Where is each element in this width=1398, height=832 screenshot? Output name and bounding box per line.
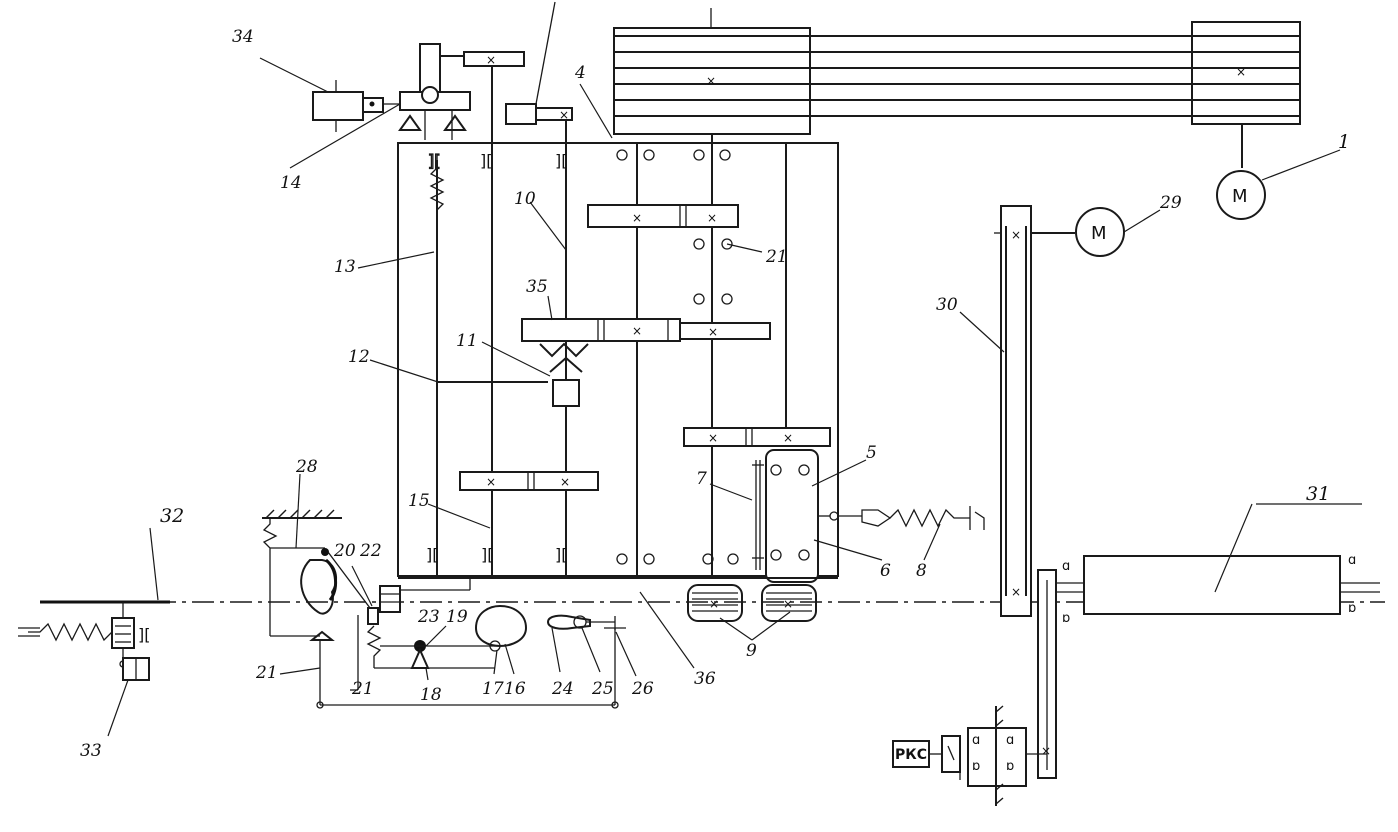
- svg-text:×: ×: [709, 597, 719, 611]
- label-19: 19: [446, 607, 468, 627]
- svg-text:×: ×: [783, 597, 793, 611]
- label-6: 6: [880, 561, 891, 581]
- svg-text:][: ][: [555, 151, 567, 170]
- label-5: 5: [866, 443, 877, 463]
- label-11: 11: [456, 331, 478, 351]
- box-shaft-10: ×: [505, 1, 573, 125]
- cylinder-31: ɑ ɒ ɑ ɒ: [1056, 503, 1380, 626]
- svg-text:×: ×: [708, 325, 718, 339]
- part-labels: 1 4 5 6 7 8 9 10 11 12 13 14 15 16 17 18…: [80, 27, 1350, 761]
- motor-29-symbol: M: [1091, 223, 1107, 244]
- label-25: 25: [591, 679, 614, 699]
- svg-text:×: ×: [632, 324, 642, 338]
- gears: × × × × × × × ×: [459, 204, 831, 491]
- svg-text:×: ×: [1236, 65, 1246, 79]
- cam-lever-mechanism: [262, 509, 619, 709]
- relay-rks: РКС ɑ ɑ ɒ ɒ: [892, 705, 1047, 806]
- svg-text:ɒ: ɒ: [1062, 611, 1070, 626]
- label-17: 17: [482, 679, 504, 699]
- svg-text:×: ×: [707, 211, 717, 225]
- svg-text:×: ×: [559, 108, 569, 122]
- label-22: 22: [359, 541, 382, 561]
- label-23: 23: [417, 607, 440, 627]
- svg-text:][: ][: [426, 545, 438, 564]
- svg-text:×: ×: [783, 431, 793, 445]
- label-1: 1: [1338, 131, 1350, 153]
- leader-lines: [107, 57, 1341, 737]
- svg-text:ɑ: ɑ: [1348, 553, 1356, 568]
- svg-text:][: ][: [138, 625, 150, 644]
- svg-text:ɒ: ɒ: [1348, 601, 1356, 616]
- label-4: 4: [574, 63, 586, 83]
- label-28: 28: [295, 457, 318, 477]
- clutch-assembly: [752, 449, 985, 583]
- cams: [474, 604, 626, 648]
- gearbox-housing: [397, 142, 839, 577]
- svg-text:][: ][: [481, 545, 493, 564]
- left-spring-unit: ][: [18, 602, 150, 681]
- bearings: ][ ][ ][ ][ ][ ][: [426, 149, 739, 565]
- svg-text:][: ][: [555, 545, 567, 564]
- friction-clutches: ××: [687, 584, 817, 622]
- svg-text:×: ×: [632, 211, 642, 225]
- label-35: 35: [526, 277, 548, 297]
- svg-text:][: ][: [428, 151, 440, 170]
- svg-text:×: ×: [1011, 228, 1021, 242]
- svg-text:][: ][: [480, 151, 492, 170]
- label-30: 30: [936, 295, 958, 315]
- svg-text:×: ×: [486, 53, 496, 67]
- svg-text:ɑ: ɑ: [972, 733, 980, 748]
- label-36: 36: [694, 669, 716, 689]
- label-12: 12: [348, 347, 370, 367]
- svg-text:×: ×: [1011, 585, 1021, 599]
- label-32: 32: [160, 505, 184, 527]
- label-33: 33: [80, 741, 102, 761]
- label-9: 9: [746, 641, 757, 661]
- label-31: 31: [1306, 483, 1330, 505]
- label-21-upper: 21: [765, 247, 788, 267]
- secondary-drive: × × ×: [994, 205, 1075, 779]
- motor-1: M: [1216, 170, 1266, 220]
- label-8: 8: [916, 561, 927, 581]
- lower-linkage: [350, 615, 501, 691]
- svg-text:ɑ: ɑ: [1006, 733, 1014, 748]
- label-18: 18: [420, 685, 442, 705]
- motor-29: M: [1075, 207, 1125, 257]
- relay-label: РКС: [895, 747, 927, 763]
- svg-text:×: ×: [706, 74, 716, 88]
- top-left-mechanism: ×: [312, 43, 525, 211]
- label-15: 15: [408, 491, 430, 511]
- label-34: 34: [232, 27, 254, 47]
- label-7: 7: [696, 469, 707, 489]
- svg-text:×: ×: [486, 475, 496, 489]
- label-10: 10: [514, 189, 536, 209]
- label-29: 29: [1159, 193, 1182, 213]
- svg-text:×: ×: [708, 431, 718, 445]
- label-13: 13: [334, 257, 356, 277]
- label-14: 14: [280, 173, 302, 193]
- svg-text:×: ×: [1041, 744, 1051, 758]
- label-21-lower: 21: [351, 679, 374, 699]
- label-20: 20: [333, 541, 356, 561]
- label-16: 16: [504, 679, 526, 699]
- svg-text:ɑ: ɑ: [1062, 559, 1070, 574]
- motor-1-symbol: M: [1232, 186, 1248, 207]
- svg-text:ɒ: ɒ: [972, 759, 980, 774]
- label-24: 24: [551, 679, 574, 699]
- label-27: 21: [255, 663, 278, 683]
- svg-text:×: ×: [560, 475, 570, 489]
- svg-text:ɒ: ɒ: [1006, 759, 1014, 774]
- label-26: 26: [631, 679, 654, 699]
